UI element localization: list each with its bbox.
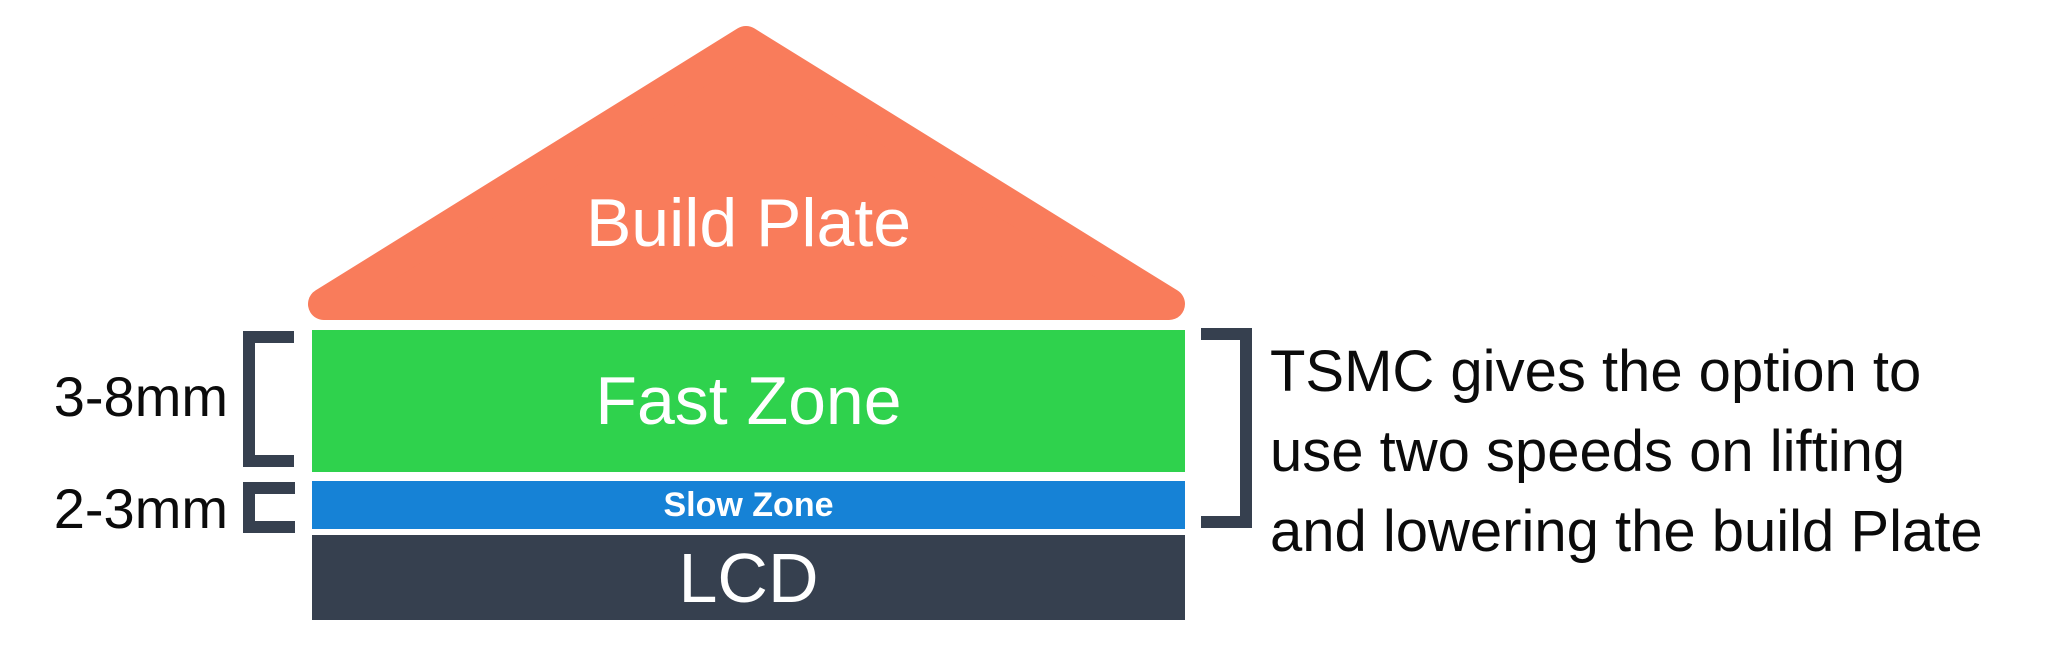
slow-zone-thickness-label: 2-3mm bbox=[53, 477, 228, 540]
tsmc-right-bracket bbox=[1201, 328, 1252, 528]
tsmc-annotation-line-2: use two speeds on lifting bbox=[1270, 419, 1906, 484]
fast-zone-left-bracket bbox=[243, 331, 294, 467]
slow-zone-label: Slow Zone bbox=[663, 485, 834, 524]
fast-zone-bar: Fast Zone bbox=[312, 330, 1185, 472]
tsmc-annotation-line-3: and lowering the build Plate bbox=[1270, 499, 1983, 564]
lcd-bar: LCD bbox=[312, 535, 1185, 620]
build-plate-label: Build Plate bbox=[585, 185, 912, 261]
tsmc-annotation-line-1: TSMC gives the option to bbox=[1270, 339, 1922, 404]
lcd-label: LCD bbox=[678, 538, 819, 617]
slow-zone-bar: Slow Zone bbox=[312, 481, 1185, 529]
build-plate-triangle bbox=[324, 42, 1169, 304]
tsmc-annotation: TSMC gives the option to use two speeds … bbox=[1270, 332, 1983, 572]
build-plate-triangle-round-edge bbox=[308, 26, 1185, 320]
slow-zone-left-bracket bbox=[243, 482, 295, 533]
fast-zone-label: Fast Zone bbox=[595, 363, 902, 439]
fast-zone-thickness-label: 3-8mm bbox=[53, 365, 228, 428]
